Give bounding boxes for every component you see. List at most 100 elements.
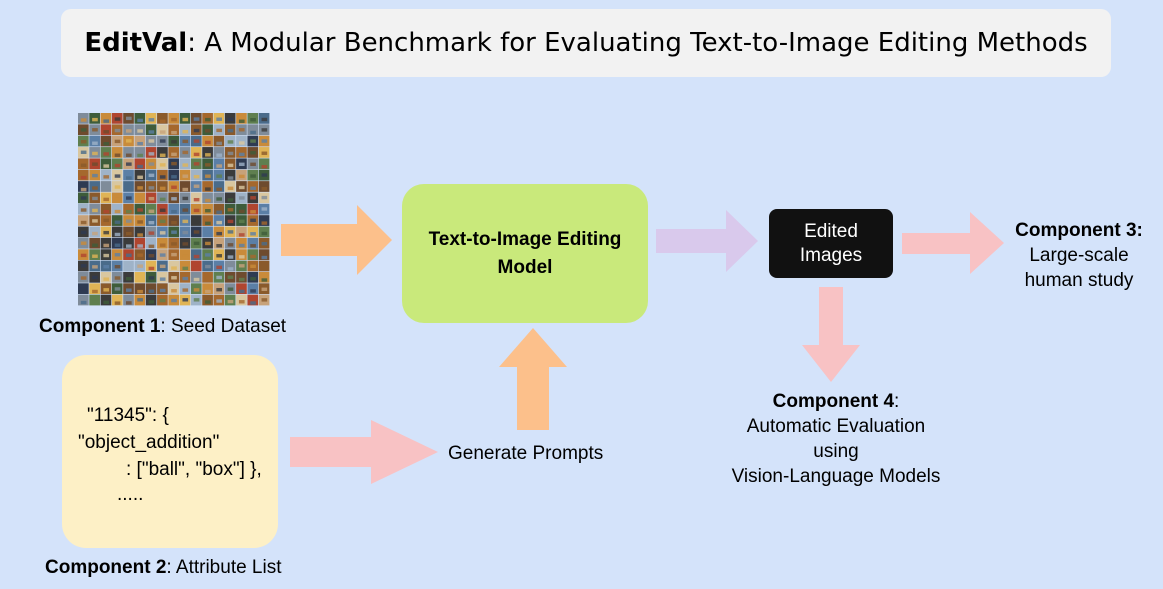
mosaic-tile-detail xyxy=(182,254,189,258)
mosaic-tile-detail xyxy=(92,141,98,145)
mosaic-tile xyxy=(123,169,134,181)
mosaic-tile-detail xyxy=(137,264,143,268)
mosaic-tile-detail xyxy=(238,174,245,179)
mosaic-tile xyxy=(100,294,112,306)
mosaic-tile xyxy=(134,226,146,238)
mosaic-tile-detail xyxy=(261,195,268,200)
mosaic-tile xyxy=(111,147,123,158)
mosaic-tile-detail xyxy=(205,300,211,304)
mosaic-tile-detail xyxy=(238,196,245,200)
mosaic-tile xyxy=(100,169,112,181)
mosaic-tile xyxy=(145,237,157,249)
mosaic-tile xyxy=(224,169,236,181)
arrow-attributes-to-prompts xyxy=(290,420,438,484)
mosaic-tile xyxy=(213,226,225,238)
mosaic-tile-detail xyxy=(227,140,234,144)
mosaic-tile-detail xyxy=(114,163,121,168)
mosaic-tile xyxy=(224,192,236,204)
mosaic-tile xyxy=(111,203,123,215)
mosaic-tile xyxy=(236,226,247,238)
mosaic-tile-detail xyxy=(103,209,110,214)
component4-line-3: Vision-Language Models xyxy=(731,466,941,487)
mosaic-tile xyxy=(179,124,191,136)
mosaic-tile-detail xyxy=(92,186,98,190)
mosaic-tile xyxy=(157,147,168,158)
mosaic-tile-detail xyxy=(92,231,98,236)
mosaic-tile-detail xyxy=(171,152,177,157)
mosaic-tile-detail xyxy=(250,301,256,305)
mosaic-tile xyxy=(168,283,180,295)
mosaic-tile-detail xyxy=(148,173,155,178)
mosaic-tile-detail xyxy=(227,230,234,234)
mosaic-tile xyxy=(258,249,270,260)
mosaic-tile-detail xyxy=(171,161,177,166)
component1-label: Component 1: Seed Dataset xyxy=(39,316,286,338)
mosaic-tile-detail xyxy=(148,162,155,166)
mosaic-tile xyxy=(123,260,134,272)
mosaic-tile-detail xyxy=(250,277,256,281)
mosaic-tile-detail xyxy=(92,151,98,156)
component2-bold: Component 2 xyxy=(45,557,167,578)
mosaic-tile-detail xyxy=(159,298,166,303)
mosaic-tile-detail xyxy=(182,219,189,224)
mosaic-tile-detail xyxy=(238,243,245,248)
mosaic-tile-detail xyxy=(250,254,256,259)
mosaic-tile xyxy=(78,215,89,226)
mosaic-tile-detail xyxy=(80,150,87,154)
mosaic-tile-detail xyxy=(193,152,200,157)
mosaic-tile-detail xyxy=(80,241,87,245)
mosaic-tile xyxy=(258,215,270,226)
mosaic-tile-detail xyxy=(126,231,132,236)
mosaic-tile-detail xyxy=(216,220,222,225)
mosaic-tile xyxy=(190,271,202,283)
title-brand: EditVal xyxy=(84,28,188,58)
mosaic-tile-detail xyxy=(238,264,245,268)
mosaic-tile-detail xyxy=(148,152,155,156)
mosaic-tile-detail xyxy=(205,117,211,122)
mosaic-tile-detail xyxy=(103,142,110,146)
mosaic-tile-detail xyxy=(148,130,155,134)
mosaic-tile xyxy=(145,260,157,272)
mosaic-tile xyxy=(89,283,100,295)
mosaic-tile xyxy=(157,283,168,295)
mosaic-tile xyxy=(247,203,259,215)
mosaic-tile xyxy=(202,181,213,192)
mosaic-tile-detail xyxy=(205,209,211,213)
arrow-edited-to-component4 xyxy=(802,287,860,382)
mosaic-tile-detail xyxy=(261,278,268,282)
mosaic-tile xyxy=(145,124,157,136)
mosaic-tile-detail xyxy=(238,141,245,145)
mosaic-tile xyxy=(202,294,213,306)
mosaic-tile-detail xyxy=(126,219,132,223)
mosaic-tile xyxy=(236,203,247,215)
mosaic-tile-detail xyxy=(92,289,98,294)
mosaic-tile-detail xyxy=(159,186,166,191)
mosaic-tile-detail xyxy=(159,231,166,235)
mosaic-tile-detail xyxy=(137,233,143,237)
mosaic-tile-detail xyxy=(114,153,121,157)
mosaic-tile-detail xyxy=(216,275,222,280)
mosaic-tile-detail xyxy=(193,208,200,213)
mosaic-tile-detail xyxy=(227,198,234,202)
mosaic-tile xyxy=(213,203,225,215)
mosaic-tile-detail xyxy=(92,117,98,122)
mosaic-tile-detail xyxy=(114,139,121,144)
mosaic-tile-detail xyxy=(92,275,98,280)
mosaic-tile xyxy=(134,158,146,170)
mosaic-tile-detail xyxy=(193,117,200,121)
mosaic-tile xyxy=(190,249,202,260)
mosaic-tile-detail xyxy=(171,266,177,270)
mosaic-tile xyxy=(123,147,134,158)
mosaic-tile-detail xyxy=(250,289,256,293)
mosaic-tile-detail xyxy=(193,277,200,282)
mosaic-tile-detail xyxy=(227,267,234,271)
mosaic-tile-detail xyxy=(216,164,222,168)
mosaic-tile-detail xyxy=(171,220,177,225)
mosaic-tile-detail xyxy=(171,197,177,201)
mosaic-tile-detail xyxy=(137,298,143,302)
mosaic-tile-detail xyxy=(103,288,110,292)
mosaic-tile-detail xyxy=(114,243,121,247)
mosaic-tile-detail xyxy=(148,300,155,304)
mosaic-tile xyxy=(224,249,236,260)
mosaic-tile-detail xyxy=(126,139,132,143)
